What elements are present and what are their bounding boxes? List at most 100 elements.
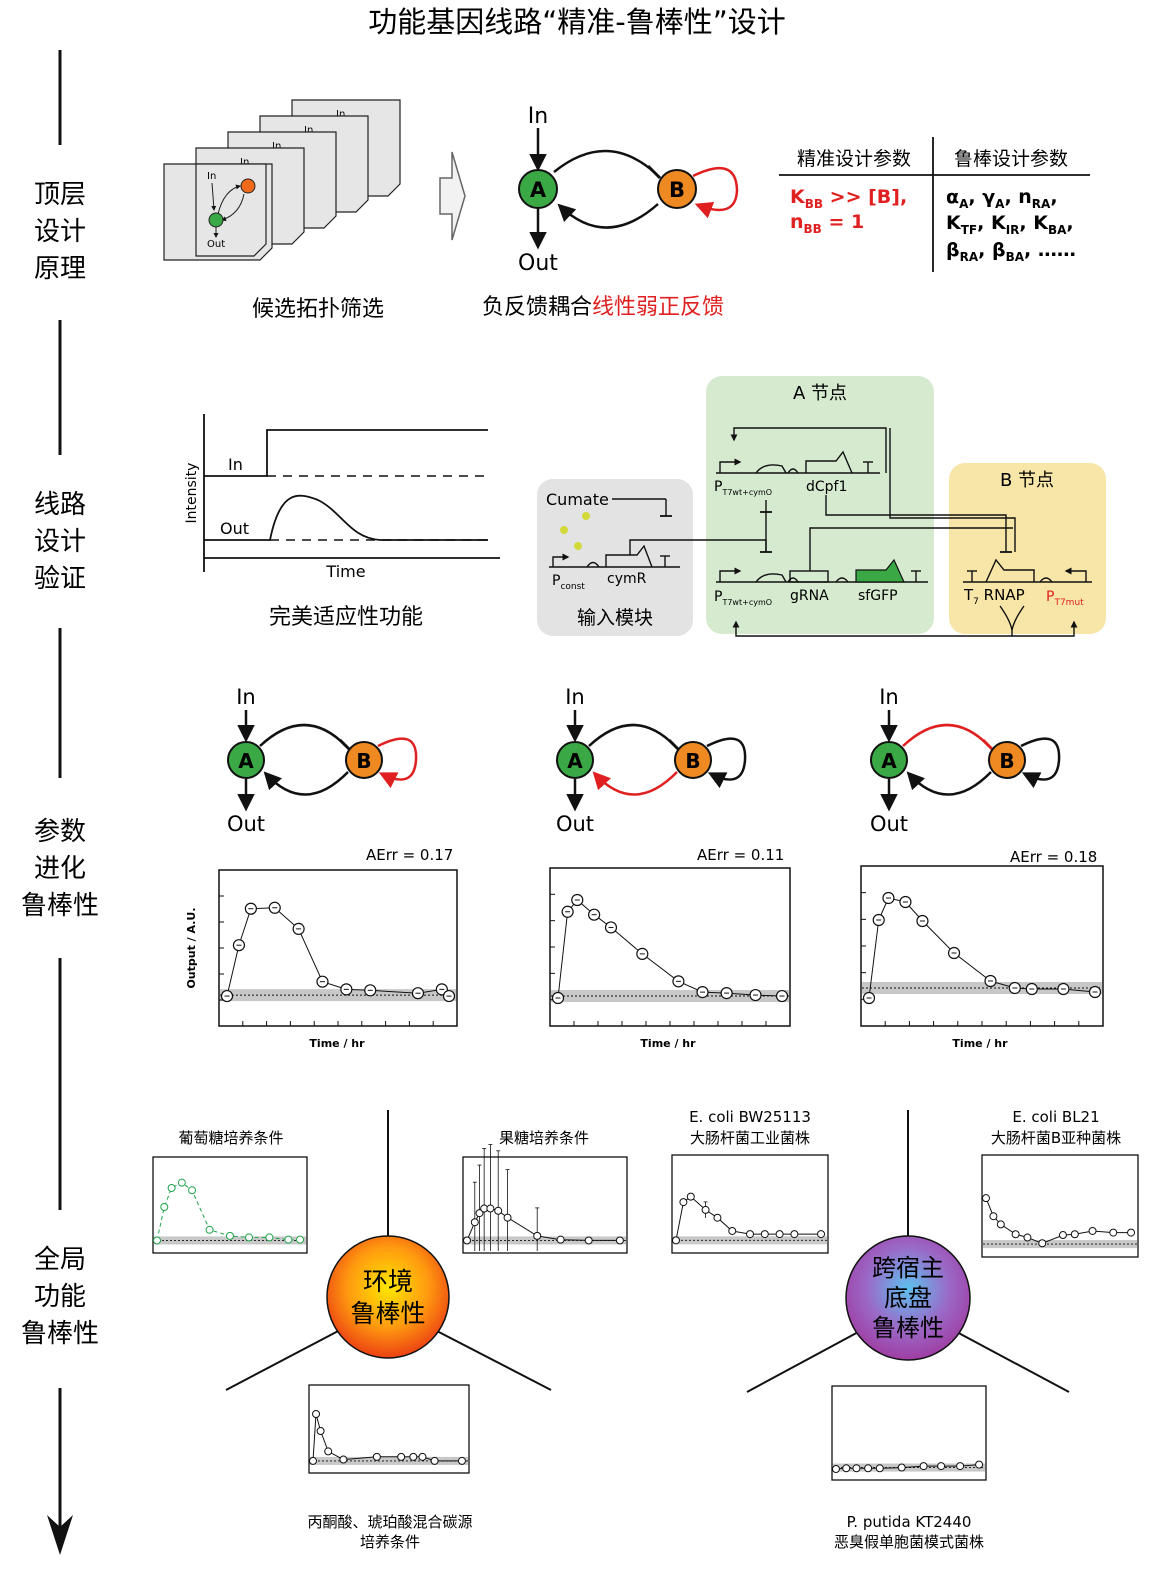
mini-data-point [309,1456,317,1465]
net-node-b-label: B [999,749,1014,773]
mini-data-point [875,1464,884,1473]
mini-data-point [713,1213,722,1222]
chart-frame [549,867,791,1027]
host-center-l1: 跨宿主 [872,1254,944,1282]
net-out-label: Out [227,812,265,836]
net-node-b [988,741,1026,779]
svg-text:cymR: cymR [607,571,647,587]
x-axis-label-3: Time / hr [952,1037,1008,1050]
bl21-label-l2: 大肠杆菌B亚种菌株 [991,1129,1121,1147]
mini-chart-putida [831,1385,987,1481]
net-node-b [345,741,383,779]
mini-data-point [430,1456,439,1465]
mini-chart-bl21 [981,1154,1139,1258]
mini-data-point [153,1236,161,1245]
mini-data-point [982,1194,990,1203]
net-out-label: Out [556,812,594,836]
mini-data-point [494,1206,503,1215]
mini-steady-band [310,1456,468,1465]
net-node-a [227,741,265,779]
mini-data-point [989,1212,998,1221]
mini-data-point [864,1464,873,1473]
mini-data-point [672,1236,680,1245]
svg-text:进化: 进化 [34,854,86,884]
cumate-molecule [560,526,568,534]
adaptation-schematic [203,414,500,572]
mini-data-point [852,1464,861,1473]
mini-data-point [160,1203,169,1211]
node-a [518,169,558,209]
mini-data-point [937,1462,946,1471]
glucose-label: 葡萄糖培养条件 [178,1129,283,1147]
mini-data-point [470,1218,479,1227]
mini-data-point [1088,1226,1097,1235]
page-in-label: In [240,157,249,168]
aerr-label-2: AErr = 0.11 [697,846,784,864]
mini-data-point [1058,1231,1067,1240]
timeline-arrowhead [47,1515,73,1555]
host-spokes [746,1110,1070,1393]
hollow-arrow-icon [439,151,466,241]
env-center-l1: 环境 [363,1267,413,1296]
svg-text:A: A [530,178,547,202]
mini-data-point [533,1231,542,1240]
cumate-molecule [582,512,590,520]
x-axis-label-2: Time / hr [640,1037,696,1050]
page-in-label: In [272,141,281,152]
x-axis-label-1: Time / hr [309,1037,365,1050]
pyruvate-label-l1: 丙酮酸、琥珀酸混合碳源 [307,1513,472,1531]
mini-data-point [760,1230,769,1239]
mini-data-point [919,1462,928,1471]
svg-text:gRNA: gRNA [790,588,829,604]
net-repression-edge [259,723,347,747]
svg-text:Pconst: Pconst [552,573,585,592]
putida-label-l1: P. putida KT2440 [847,1513,972,1531]
cumate-molecule [574,542,582,550]
svg-text:PT7wt+cymO: PT7wt+cymO [714,589,772,607]
front-page-edge [217,184,241,215]
svg-text:精准设计参数: 精准设计参数 [797,148,911,170]
mini-chart-bw25113 [671,1154,829,1254]
mini-data-point [1038,1239,1047,1248]
svg-text:dCpf1: dCpf1 [806,479,847,495]
front-page-node-a [208,212,224,228]
main-network-diagram: In Out A B [518,104,739,276]
mini-data-point [463,1236,471,1245]
mini-data-point [701,1205,710,1214]
mini-data-point [975,1460,984,1469]
net-node-a [870,741,908,779]
mini-data-point [475,1209,484,1218]
page-in-label: In [304,125,313,136]
mini-chart-glucose [152,1156,308,1254]
mini-data-point [339,1455,348,1464]
mini-data-point [679,1198,688,1207]
mini-data-point [324,1447,333,1456]
adapt-caption: 完美适应性功能 [269,605,423,630]
mini-data-point [615,1236,624,1245]
svg-text:αA, γA, nRA,: αA, γA, nRA, [946,186,1058,211]
adapt-in-label: In [228,455,243,474]
front-page-edge [221,193,245,222]
aerr-label-1: AErr = 0.17 [366,846,453,864]
svg-text:B: B [669,178,685,202]
front-page-in-arrow [211,182,217,211]
chart-frame [218,869,458,1027]
mini-data-point [1070,1230,1079,1239]
net-out-label: Out [870,812,908,836]
section-label-2: 线路 设计 验证 [34,490,86,594]
net-node-a-label: A [238,749,254,773]
net-node-a-label: A [881,749,897,773]
mini-data-point [686,1192,695,1201]
svg-text:Out: Out [518,251,558,276]
mini-data-point [956,1462,965,1471]
mini-data-point [1109,1228,1118,1237]
mini-data-point [1127,1228,1136,1237]
net-in-label: In [565,685,585,709]
putida-label-l2: 恶臭假单胞菌模式菌株 [834,1533,984,1551]
adapt-out-label: Out [220,519,249,538]
svg-text:In: In [528,104,548,129]
front-page-out-label: Out [207,239,225,250]
